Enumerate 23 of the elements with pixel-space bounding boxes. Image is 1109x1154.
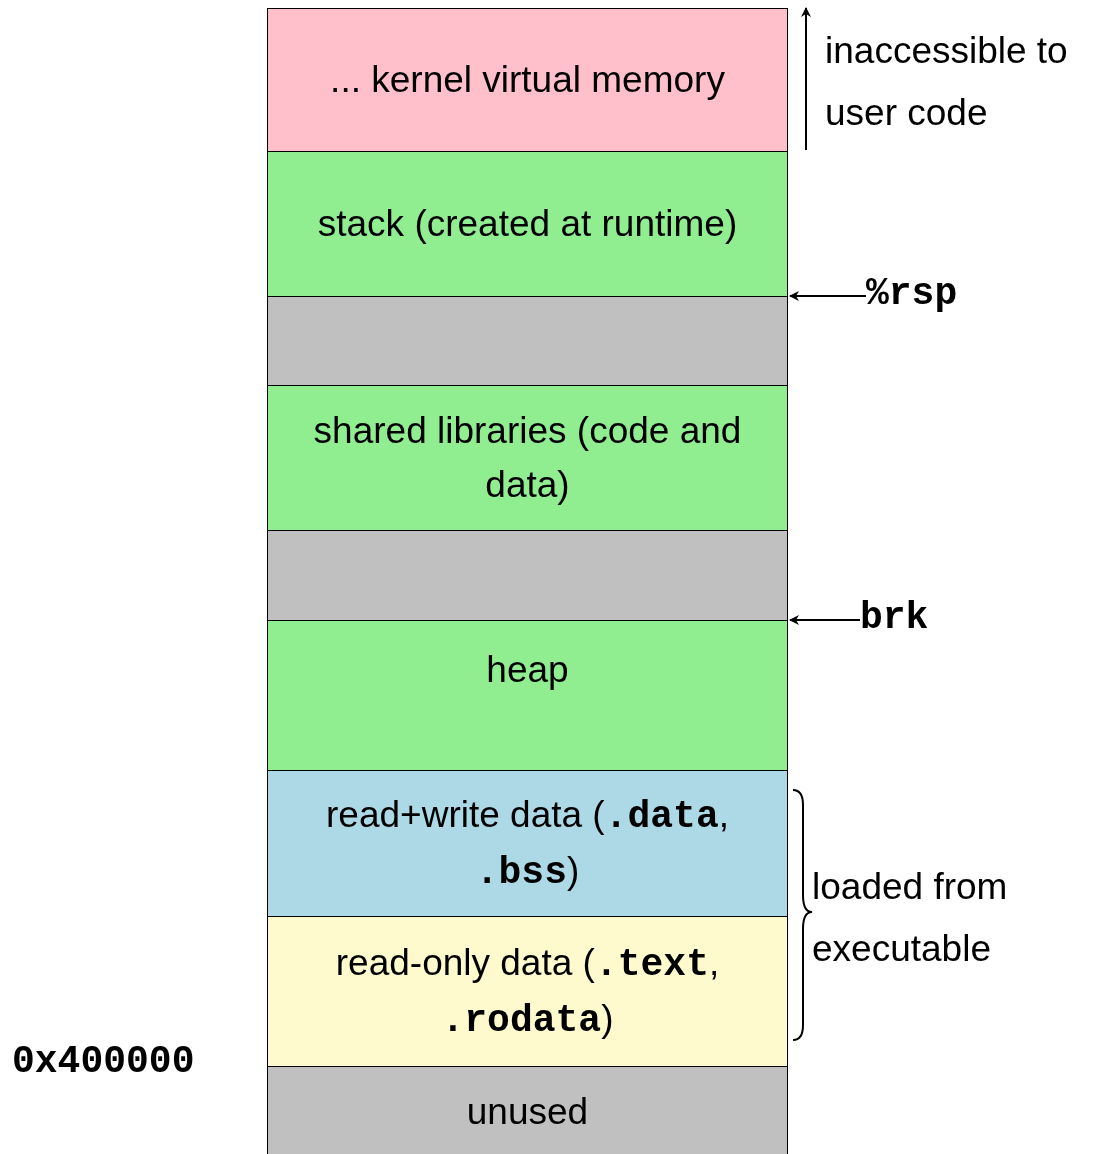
segment-label: shared libraries (code and data) [312, 409, 743, 507]
gap-region [267, 296, 788, 386]
pointer-label: brk [860, 596, 929, 639]
segment-label: read+write data (.data, .bss) [325, 792, 730, 896]
segment-label: read-only data (.text, .rodata) [334, 940, 721, 1044]
segment-label: unused [465, 1090, 590, 1134]
memory-segment [267, 620, 788, 771]
pointer-label: %rsp [866, 272, 958, 315]
memory-segment [267, 151, 788, 297]
memory-segment [267, 1066, 788, 1154]
segment-label: ... kernel virtual memory [329, 58, 726, 102]
address-label: 0x400000 [12, 1040, 196, 1083]
memory-segment [267, 8, 788, 152]
annotation-text: inaccessible to user code [825, 29, 1069, 135]
memory-segment [267, 916, 788, 1067]
arrow [789, 615, 861, 625]
memory-segment [267, 770, 788, 917]
gap-region [267, 530, 788, 621]
memory-segment [267, 385, 788, 531]
segment-label: stack (created at runtime) [316, 202, 739, 246]
segment-label: heap [485, 648, 570, 692]
arrow [789, 291, 867, 301]
annotation-text: loaded from executable [812, 865, 1009, 971]
